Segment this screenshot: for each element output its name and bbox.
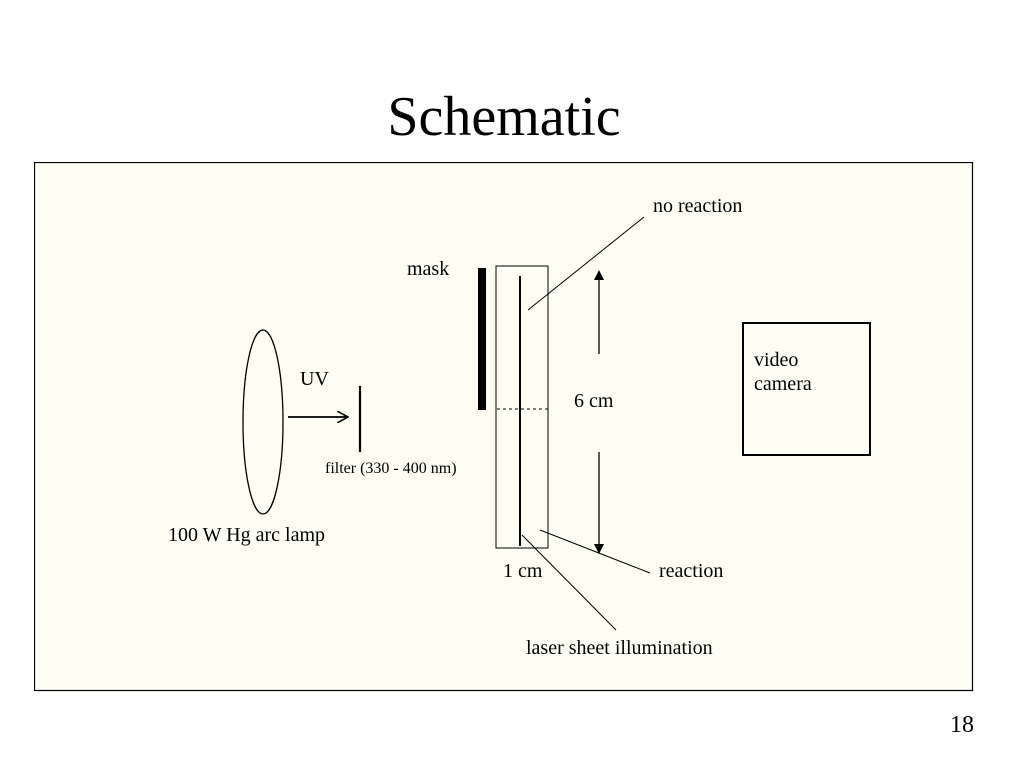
lamp-label: 100 W Hg arc lamp xyxy=(168,524,326,546)
slide-title: Schematic xyxy=(387,86,621,148)
laser-label: laser sheet illumination xyxy=(526,637,713,659)
lamp-ellipse xyxy=(242,329,284,515)
uv-label: UV xyxy=(300,368,329,390)
video-camera-box xyxy=(742,322,871,456)
schematic-diagram: 100 W Hg arc lamp UV filter (330 - 400 n… xyxy=(34,162,974,692)
diagram-frame xyxy=(34,162,974,692)
schematic-drawing xyxy=(34,162,974,692)
camera-label-line1: video xyxy=(754,349,799,371)
no-reaction-leader xyxy=(527,216,645,311)
filter-label: filter (330 - 400 nm) xyxy=(325,460,457,477)
no-reaction-label: no reaction xyxy=(653,195,743,217)
reaction-label: reaction xyxy=(659,560,724,582)
camera-label-line2: camera xyxy=(754,373,812,395)
reaction-leader xyxy=(539,529,651,574)
page-number: 18 xyxy=(950,712,974,738)
laser-leader xyxy=(521,534,617,631)
reaction-cell xyxy=(495,265,549,549)
height-label: 6 cm xyxy=(574,390,614,412)
mask-label: mask xyxy=(407,258,450,280)
width-label: 1 cm xyxy=(503,560,543,582)
mask-bar xyxy=(478,268,486,410)
